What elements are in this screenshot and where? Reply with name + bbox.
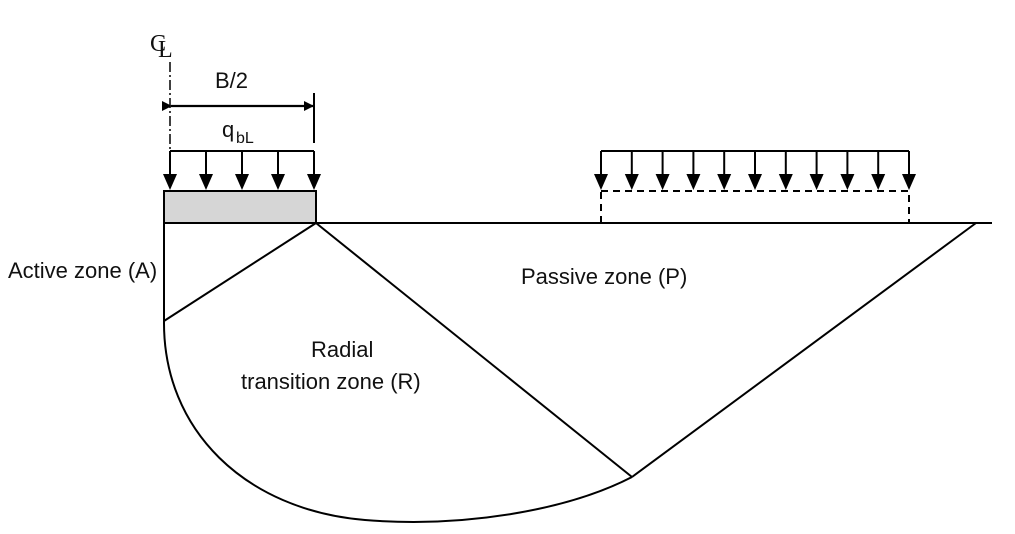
surcharge-arrow: [748, 151, 762, 190]
surcharge-block: [600, 190, 910, 224]
svg-text:L: L: [158, 37, 173, 63]
surcharge-arrow: [871, 151, 886, 190]
surcharge-arrow: [778, 151, 793, 190]
surcharge-arrow: [594, 151, 608, 190]
surcharge-load: [594, 150, 916, 224]
load-symbol: q: [222, 117, 234, 142]
footing: [163, 190, 317, 224]
surcharge-arrow: [655, 151, 670, 190]
load-label: q bL: [222, 117, 254, 147]
radial-passive-boundary: [315, 222, 633, 478]
load-arrow: [271, 151, 285, 190]
radial-zone-label-line1: Radial: [311, 337, 373, 362]
surcharge-arrow: [809, 151, 824, 190]
half-width-dimension: B/2: [162, 68, 315, 143]
passive-zone-label: Passive zone (P): [521, 264, 687, 289]
surcharge-arrow: [902, 151, 916, 190]
active-zone-label: Active zone (A): [8, 258, 157, 283]
passive-zone-boundary: [631, 222, 977, 478]
dimension-label: B/2: [215, 68, 248, 93]
load-arrow: [307, 151, 321, 190]
svg-text:C: C: [150, 31, 166, 57]
surcharge-arrow: [686, 151, 701, 190]
centerline-symbol: C L: [150, 31, 173, 63]
failure-mechanism: [162, 222, 977, 523]
radial-zone-label-line2: transition zone (R): [241, 369, 421, 394]
footing-load: [163, 150, 321, 190]
surcharge-arrow: [717, 151, 732, 190]
load-subscript: bL: [236, 130, 254, 147]
active-zone-boundary: [163, 222, 317, 322]
load-arrow: [235, 151, 249, 190]
load-arrow: [199, 151, 213, 190]
load-arrow: [163, 151, 177, 190]
surcharge-arrow: [840, 151, 855, 190]
surcharge-arrow: [624, 151, 639, 190]
log-spiral-slip-surface: [162, 320, 633, 523]
